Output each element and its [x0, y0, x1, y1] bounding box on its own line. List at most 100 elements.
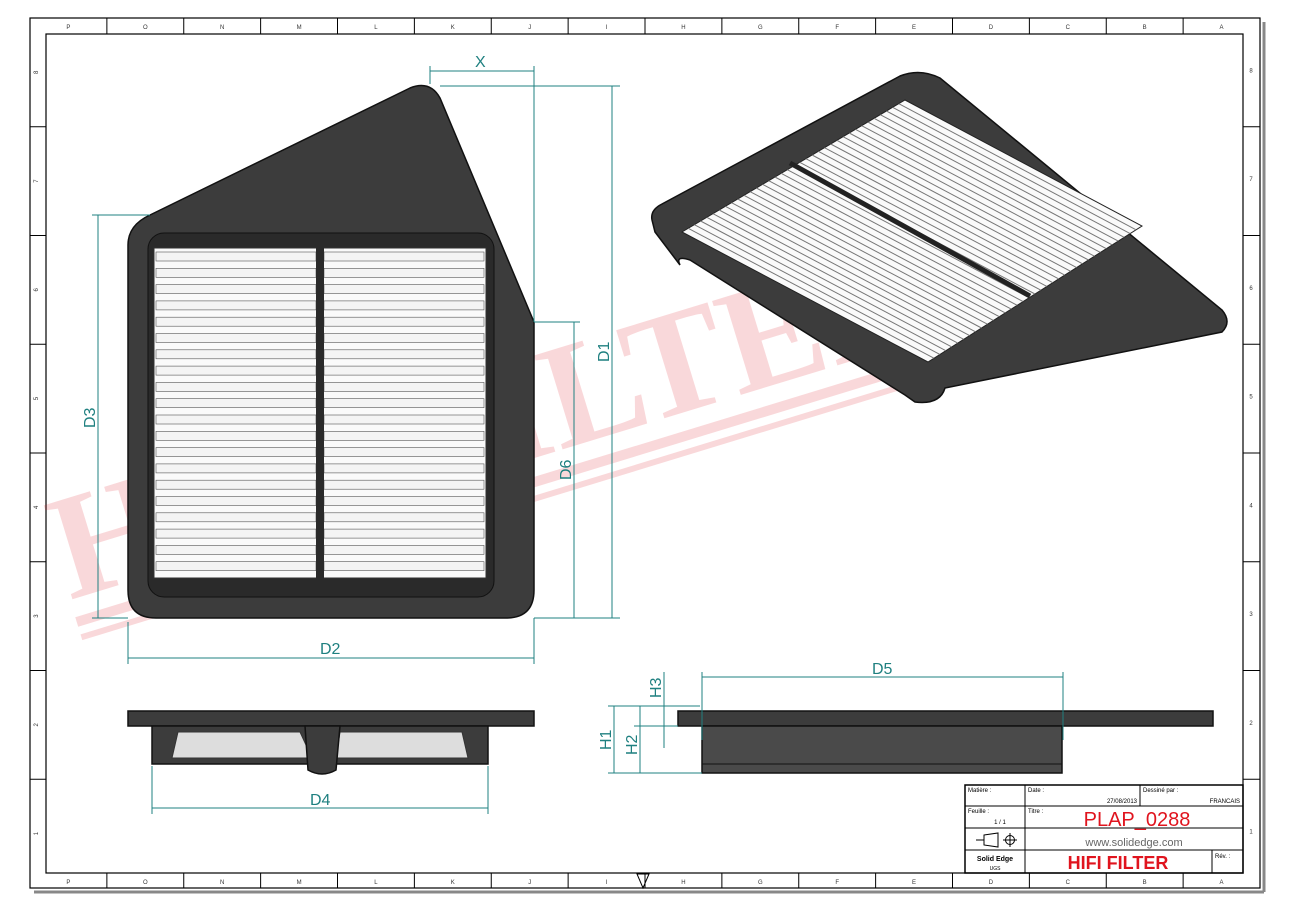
zone-column-top: A — [1220, 25, 1224, 31]
zone-column-bottom: F — [835, 880, 839, 886]
zone-column-top: C — [1066, 25, 1071, 31]
filter-pleat — [323, 365, 485, 376]
filter-pleat — [805, 158, 1048, 287]
filter-pleat — [867, 121, 1107, 250]
sheet-label: Feuille : — [968, 809, 989, 815]
filter-pleat — [323, 414, 485, 425]
filter-pleat — [873, 117, 1113, 246]
material-label: Matière : — [968, 788, 992, 794]
zone-column-top: N — [220, 25, 224, 31]
zone-row-right: 2 — [1249, 721, 1253, 727]
dim-d6-label: D6 — [558, 459, 575, 480]
zone-row-left: 1 — [34, 831, 40, 835]
filter-pleat — [155, 528, 317, 539]
drawn-by-value: FRANCAIS — [1210, 799, 1240, 805]
zone-column-bottom: N — [220, 880, 224, 886]
filter-pleat — [700, 220, 947, 352]
zone-column-bottom: K — [451, 880, 455, 886]
filter-pleat — [323, 349, 485, 360]
filter-pleat — [818, 150, 1060, 280]
filter-pleat — [824, 147, 1065, 276]
filter-pleat — [155, 398, 317, 409]
zone-row-left: 6 — [34, 288, 40, 292]
filter-pleat — [323, 382, 485, 392]
zone-row-left: 7 — [34, 179, 40, 183]
side-view-right — [677, 710, 1214, 774]
zone-row-right: 5 — [1249, 395, 1253, 401]
filter-pleat — [155, 333, 317, 343]
drawing-title: PLAP_0288 — [1084, 809, 1191, 831]
filter-pleat — [323, 333, 485, 343]
zone-column-bottom: H — [681, 880, 685, 886]
filter-pleat — [155, 284, 317, 294]
zone-column-bottom: G — [758, 880, 763, 886]
zone-column-top: J — [528, 25, 531, 31]
zone-column-bottom: C — [1066, 880, 1071, 886]
filter-pleat — [323, 545, 485, 555]
filter-pleat — [323, 528, 485, 539]
filter-pleat — [155, 414, 317, 425]
zone-column-bottom: D — [989, 880, 994, 886]
filter-pleat — [323, 251, 485, 262]
filter-pleat — [749, 191, 994, 321]
company-name: HIFI FILTER — [1068, 853, 1169, 873]
title-block — [964, 784, 1244, 874]
zone-column-top: E — [912, 25, 916, 31]
filter-pleat — [155, 251, 317, 262]
zone-column-bottom: M — [297, 880, 302, 886]
dim-d4-label: D4 — [310, 792, 331, 809]
dim-h3-label: H3 — [648, 677, 665, 698]
zone-row-left: 8 — [34, 70, 40, 74]
zone-column-bottom: J — [528, 880, 531, 886]
filter-pleat — [155, 463, 317, 474]
filter-pleat — [780, 172, 1024, 302]
software-name: Solid Edge — [977, 856, 1013, 863]
zone-row-left: 2 — [34, 723, 40, 727]
dim-d3-label: D3 — [82, 407, 99, 428]
drawn-by-label: Dessiné par : — [1143, 788, 1179, 794]
zone-column-top: K — [451, 25, 455, 31]
filter-pleat — [323, 496, 485, 506]
filter-pleat — [323, 284, 485, 294]
date-value: 27/08/2013 — [1107, 799, 1138, 805]
zone-row-right: 7 — [1249, 177, 1253, 183]
zone-column-bottom: E — [912, 880, 916, 886]
filter-pleat — [323, 512, 485, 523]
filter-pleat — [323, 300, 485, 311]
dim-h2-label: H2 — [624, 734, 641, 755]
filter-pleat — [155, 545, 317, 555]
filter-pleat — [879, 114, 1119, 242]
filter-pleat — [155, 479, 317, 490]
dim-h1-label: H1 — [598, 729, 615, 750]
filter-pleat — [718, 209, 964, 340]
date-label: Date : — [1028, 788, 1044, 794]
filter-pleat — [687, 227, 935, 359]
filter-pleat — [155, 316, 317, 327]
filter-pleat — [323, 430, 485, 441]
title-label: Titre : — [1028, 809, 1043, 815]
filter-pleat — [323, 267, 485, 278]
zone-column-top: D — [989, 25, 994, 31]
filter-pleat — [712, 213, 958, 344]
zone-column-top: F — [835, 25, 839, 31]
filter-pleat — [768, 180, 1012, 310]
title-block-text: Matière : Date : 27/08/2013 Dessiné par … — [968, 788, 1240, 873]
zone-column-top: G — [758, 25, 763, 31]
filter-pleat — [886, 110, 1125, 238]
revision-label: Rév. : — [1215, 854, 1231, 860]
dim-d1-label: D1 — [596, 341, 613, 362]
zone-row-left: 3 — [34, 614, 40, 618]
filter-pleat — [323, 316, 485, 327]
filter-pleat — [787, 169, 1030, 299]
zone-column-bottom: P — [66, 880, 70, 886]
filter-pleat — [774, 176, 1018, 306]
filter-pleat — [842, 136, 1083, 265]
filter-pleat — [830, 143, 1071, 272]
filter-pleat — [323, 398, 485, 409]
filter-pleat — [694, 224, 941, 355]
filter-pleat — [323, 561, 485, 572]
filter-pleat — [155, 267, 317, 278]
filter-pleat — [799, 161, 1042, 291]
filter-pleat — [155, 365, 317, 376]
